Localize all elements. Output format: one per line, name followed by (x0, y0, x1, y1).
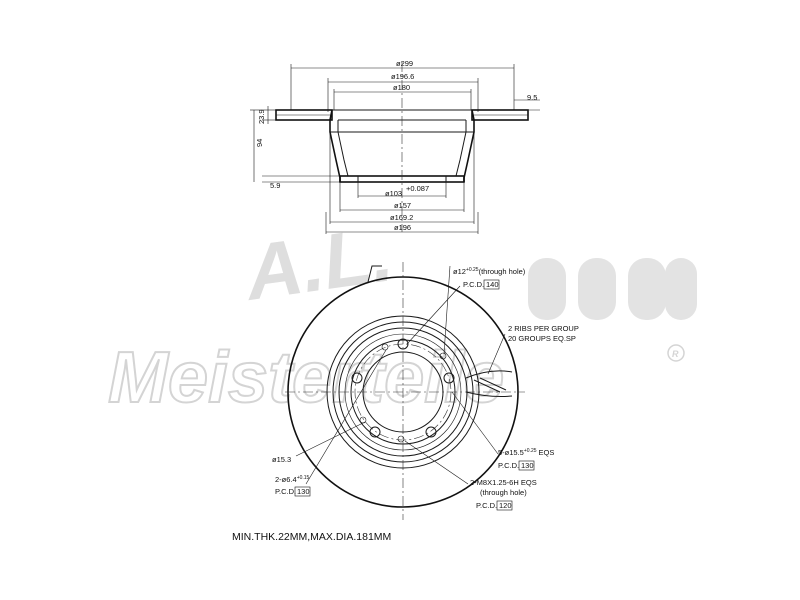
dim-hub-b: ø169.2 (390, 213, 413, 222)
footer-note: MIN.THK.22MM,MAX.DIA.181MM (232, 531, 391, 543)
note-thread-suffix: (through hole) (480, 488, 527, 497)
side-section-view: ø299 ø196.6 ø180 9.5 (250, 59, 540, 234)
dim-hub-thickness: 5.9 (270, 181, 280, 190)
note-through-hole: ø12+0.25(through hole) (453, 267, 526, 276)
front-view (285, 262, 525, 520)
dim-d-hat-outer: ø196.6 (391, 72, 414, 81)
dim-center-bore-tol: +0.087 (406, 184, 429, 193)
dim-hub-c: ø196 (394, 223, 411, 232)
dim-total-height: 94 (255, 139, 264, 147)
note-small-dia: ø15.3 (272, 455, 291, 464)
bolt-hole (351, 372, 363, 384)
note-pin-holes: 2-ø6.4+0.15 (275, 475, 310, 484)
watermark-brand: Meisterteile (108, 338, 504, 418)
note-pcd-2: P.C.D. (498, 461, 519, 470)
watermark: A.L. Meisterteile R (107, 209, 697, 419)
thread-hole (439, 352, 447, 360)
note-ribs-line2: 20 GROUPS EQ.SP (508, 334, 576, 343)
note-pcd-3: P.C.D. (476, 501, 497, 510)
note-pcd-1: P.C.D. (463, 280, 484, 289)
note-pcd-value-2: 130 (521, 461, 534, 470)
note-pcd-value-1: 140 (486, 280, 499, 289)
dim-d-outer: ø299 (396, 59, 413, 68)
note-thread-holes: 2-M8X1.25-6H EQS (470, 478, 537, 487)
bolt-hole (369, 426, 381, 438)
watermark-script-mark: A.L. (238, 209, 398, 317)
pin-hole (381, 343, 389, 351)
bolt-hole (425, 426, 437, 438)
note-ribs-line1: 2 RIBS PER GROUP (508, 324, 579, 333)
bolt-hole (443, 372, 455, 384)
watermark-registered-letter: R (672, 349, 679, 359)
note-pcd-value-4: 130 (297, 487, 310, 496)
dim-friction-height: 23.9 (257, 109, 266, 124)
dim-center-bore: ø103 (385, 189, 402, 198)
note-pcd-4: P.C.D. (275, 487, 296, 496)
dim-d-hat-inner: ø180 (393, 83, 410, 92)
pin-hole (397, 435, 405, 443)
watermark-stripes (528, 258, 697, 320)
dim-hub-a: ø157 (394, 201, 411, 210)
dim-thickness-right: 9.5 (527, 93, 537, 102)
watermark-registered-icon (667, 344, 685, 362)
front-view-notes: ø12+0.25(through hole) P.C.D. 140 2 RIBS… (272, 267, 579, 511)
note-pcd-value-3: 120 (499, 501, 512, 510)
